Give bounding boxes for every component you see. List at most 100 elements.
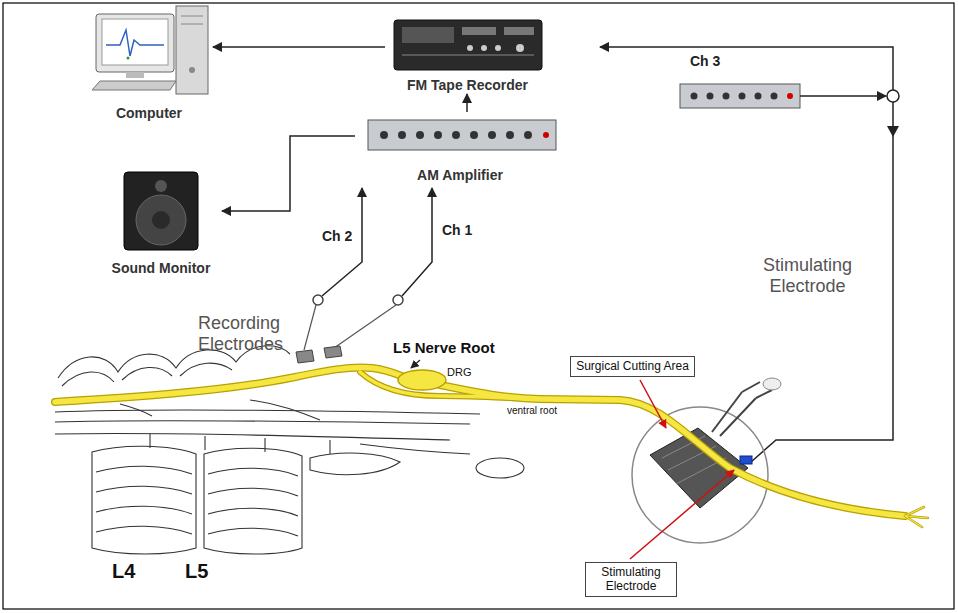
computer-icon bbox=[102, 19, 168, 65]
nerve bbox=[398, 370, 446, 390]
amplifier-icon bbox=[488, 131, 496, 139]
device-label: Computer bbox=[85, 105, 213, 122]
channel-wires bbox=[600, 47, 893, 90]
callout-text: Surgical Cutting Area bbox=[576, 359, 689, 373]
part-label: Recording Electrodes bbox=[198, 313, 294, 354]
nerve bbox=[55, 368, 410, 402]
recording-electrode bbox=[296, 346, 342, 363]
channel-wires bbox=[887, 90, 899, 102]
spine-sketch bbox=[55, 346, 524, 554]
speaker-icon bbox=[136, 195, 186, 245]
spine-sketch bbox=[96, 466, 192, 534]
channel-label: Ch 1 bbox=[442, 222, 472, 238]
spine-sketch bbox=[55, 410, 480, 414]
nerve bbox=[905, 507, 928, 527]
amplifier-icon bbox=[368, 120, 556, 150]
text-group: Sound Monitor bbox=[100, 260, 222, 277]
part-label: Stimulating Electrode bbox=[745, 255, 870, 296]
stimulator-icon bbox=[755, 93, 762, 100]
part-label: DRG bbox=[446, 366, 472, 379]
spine-sketch bbox=[310, 453, 400, 475]
amplifier-icon bbox=[416, 131, 424, 139]
speaker-icon bbox=[124, 172, 198, 250]
stimulator-icon bbox=[771, 93, 778, 100]
computer-icon bbox=[126, 72, 144, 78]
amplifier-icon bbox=[506, 131, 514, 139]
tape-recorder-icon bbox=[462, 27, 496, 35]
amplifier-icon bbox=[470, 131, 478, 139]
spine-sketch bbox=[55, 421, 470, 424]
amplifier-icon bbox=[398, 131, 406, 139]
text-group: Surgical Cutting Area bbox=[576, 359, 689, 373]
vertebra-label: L4 bbox=[112, 560, 135, 583]
channel-label: Ch 3 bbox=[690, 53, 720, 69]
channel-wires bbox=[313, 295, 323, 305]
nerve bbox=[55, 368, 410, 402]
speaker-icon bbox=[124, 172, 198, 250]
device-label: Sound Monitor bbox=[100, 260, 222, 277]
stimulator-icon bbox=[680, 84, 800, 108]
spine-sketch bbox=[204, 448, 302, 554]
tape-recorder-icon bbox=[467, 45, 473, 51]
frame bbox=[3, 3, 954, 609]
channel-wires bbox=[304, 305, 316, 350]
amplifier-icon bbox=[524, 131, 532, 139]
tape-recorder-icon bbox=[394, 20, 542, 70]
text-group: FM Tape Recorder bbox=[385, 77, 550, 94]
sound-monitor-node: Sound Monitor bbox=[100, 165, 222, 277]
leader-line bbox=[630, 470, 734, 559]
spine-sketch bbox=[208, 468, 298, 536]
leader-line bbox=[411, 360, 734, 559]
channel-wires bbox=[322, 188, 362, 296]
channel-wires bbox=[402, 188, 432, 296]
spine-sketch bbox=[120, 400, 320, 420]
computer-icon bbox=[189, 67, 195, 73]
leader-line bbox=[411, 360, 420, 368]
tape-recorder-icon bbox=[402, 27, 454, 43]
computer-icon bbox=[176, 6, 208, 94]
signal-arrow bbox=[213, 46, 385, 48]
speaker-icon bbox=[152, 211, 170, 229]
part-label: ventral root bbox=[506, 405, 558, 417]
channel-wires bbox=[800, 95, 886, 97]
amplifier-icon bbox=[380, 131, 388, 139]
nerve bbox=[440, 385, 905, 516]
callout-box: Surgical Cutting Area bbox=[570, 356, 695, 377]
stimulator-icon bbox=[680, 84, 800, 108]
tape-recorder-icon bbox=[495, 45, 501, 51]
spine-sketch bbox=[55, 433, 450, 440]
stimulator-icon bbox=[723, 93, 730, 100]
stimulator-icon bbox=[739, 93, 746, 100]
amplifier-icon bbox=[543, 132, 549, 138]
computer-icon bbox=[92, 81, 176, 90]
spine-sketch bbox=[476, 458, 524, 478]
nerve bbox=[440, 385, 905, 516]
tape-recorder-icon bbox=[504, 27, 534, 35]
tape-recorder-icon bbox=[481, 45, 487, 51]
device-label: FM Tape Recorder bbox=[385, 77, 550, 94]
signal-arrow bbox=[222, 136, 355, 211]
stimulator-icon bbox=[691, 93, 698, 100]
amplifier-icon bbox=[452, 131, 460, 139]
spine-sketch bbox=[150, 434, 330, 454]
signal-arrow bbox=[466, 94, 468, 112]
computer-icon bbox=[106, 30, 164, 56]
channel-label: Ch 2 bbox=[322, 228, 352, 244]
leader-line bbox=[640, 380, 666, 428]
amplifier-icon bbox=[368, 120, 556, 150]
channel-wires bbox=[393, 295, 403, 305]
text-group: AM Amplifier bbox=[355, 167, 565, 184]
surgical-site bbox=[740, 456, 752, 464]
amplifier-icon bbox=[434, 131, 442, 139]
surgical-site bbox=[632, 378, 781, 543]
computer-icon bbox=[127, 57, 130, 60]
computer-icon bbox=[96, 14, 174, 72]
device-label: AM Amplifier bbox=[355, 167, 565, 184]
callout-text: Stimulating Electrode bbox=[591, 565, 671, 594]
computer-icon bbox=[92, 6, 208, 94]
stimulator-icon bbox=[787, 93, 793, 99]
spine-sketch bbox=[92, 446, 196, 554]
nerve bbox=[55, 368, 928, 527]
recording-electrode bbox=[296, 350, 314, 363]
